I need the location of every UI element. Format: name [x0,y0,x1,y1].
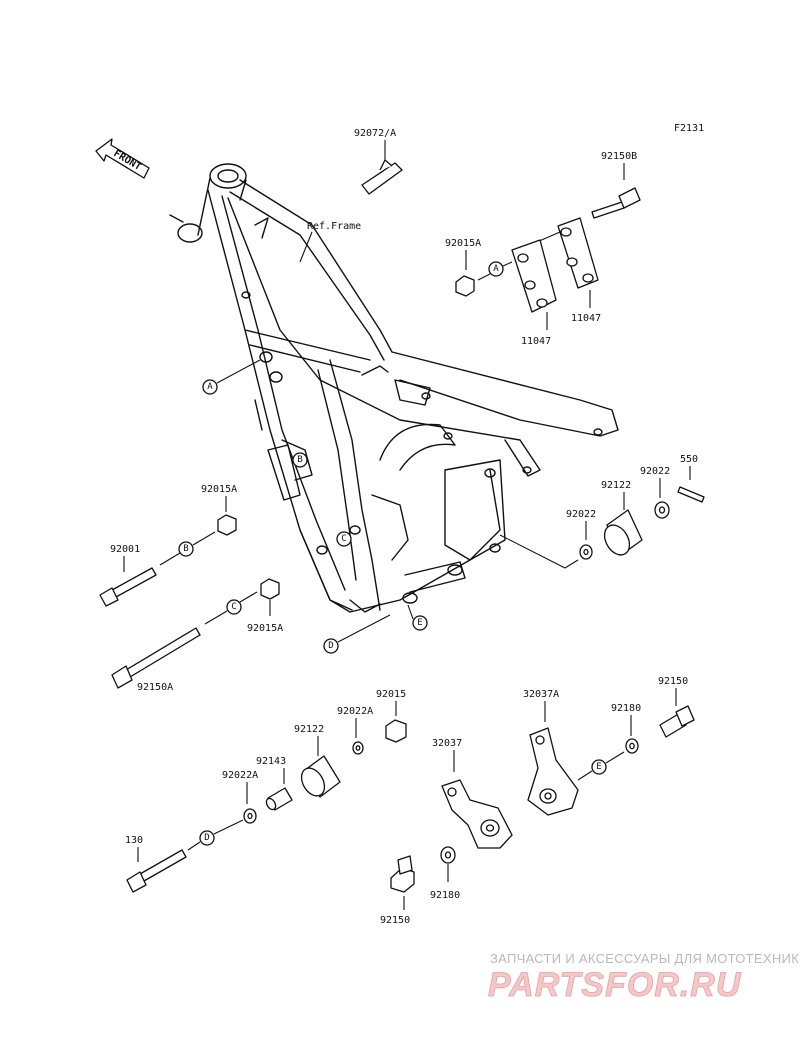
svg-text:A: A [493,264,499,274]
front-arrow-icon: FRONT [95,138,150,179]
bolt-92150-bottom-icon [390,855,415,893]
svg-text:D: D [204,833,209,843]
svg-text:A: A [207,382,213,392]
collar-92143-icon [265,787,293,811]
part-92122-top-label: 92122 [601,480,631,491]
part-92022-b-label: 92022 [566,509,596,520]
pin-550-icon [677,486,705,503]
part-92001-label: 92001 [110,544,140,555]
callout-e-mount [412,615,428,631]
watermark-brand: PARTSFOR.RU [488,966,742,1004]
callout-b-bolt [178,541,194,557]
callout-d-mount [323,638,339,654]
part-92015-label: 92015 [376,689,406,700]
svg-text:B: B [183,544,188,554]
part-92143-label: 92143 [256,756,286,767]
part-92022a-b-label: 92022A [222,770,258,781]
part-130-label: 130 [125,835,143,846]
callout-c-bolt [226,599,242,615]
callout-a-frame [202,379,218,395]
callout-a-plate [488,261,504,277]
nut-92015a-top-icon [455,275,475,297]
part-11047-b-label: 11047 [571,313,601,324]
bolt-92150-right-icon [659,705,695,738]
part-32037-label: 32037 [432,738,462,749]
diagram-code: F2131 [674,123,704,134]
part-92015a-left2-label: 92015A [247,623,283,634]
watermark-subtitle: ЗАПЧАСТИ И АКСЕССУАРЫ ДЛЯ МОТОТЕХНИКИ [490,951,800,966]
part-550-label: 550 [680,454,698,465]
clip-92072a-icon [361,162,403,195]
part-92015a-top-label: 92015A [445,238,481,249]
part-92150b-label: 92150B [601,151,637,162]
part-92150-bottom-label: 92150 [380,915,410,926]
part-92150a-label: 92150A [137,682,173,693]
bolt-92150a-icon [111,627,201,689]
part-92022a-a-label: 92022A [337,706,373,717]
callout-b-frame [292,452,308,468]
part-92022-a-label: 92022 [640,466,670,477]
bolt-130-icon [126,849,187,893]
plate-11047-front-icon [511,239,557,313]
part-11047-a-label: 11047 [521,336,551,347]
svg-text:E: E [596,762,601,772]
svg-text:C: C [231,602,236,612]
callout-c-frame [336,531,352,547]
bracket-32037-icon [441,779,513,849]
ref-frame-label: Ref.Frame [307,221,361,232]
bolt-92001-icon [99,567,157,607]
nut-92015a-left2-icon [260,578,280,600]
callout-e-bracket [591,759,607,775]
nut-92015-icon [385,719,407,743]
part-92072a-label: 92072/A [354,128,396,139]
part-92122-bottom-label: 92122 [294,724,324,735]
bolt-92150b-icon [591,187,641,219]
nut-92015a-left1-icon [217,514,237,536]
part-92150-right-label: 92150 [658,676,688,687]
bracket-32037a-icon [527,727,579,816]
callout-d-bolt [199,830,215,846]
svg-text:E: E [417,618,422,628]
motorcycle-frame [169,163,619,613]
part-92180-right-label: 92180 [611,703,641,714]
spacer-92122-bottom-icon [300,755,341,798]
part-92015a-left1-label: 92015A [201,484,237,495]
part-92180-bottom-label: 92180 [430,890,460,901]
part-32037a-label: 32037A [523,689,559,700]
svg-text:D: D [328,641,333,651]
svg-text:C: C [341,534,346,544]
spacer-92122-top-icon [603,509,643,556]
svg-text:B: B [297,455,302,465]
